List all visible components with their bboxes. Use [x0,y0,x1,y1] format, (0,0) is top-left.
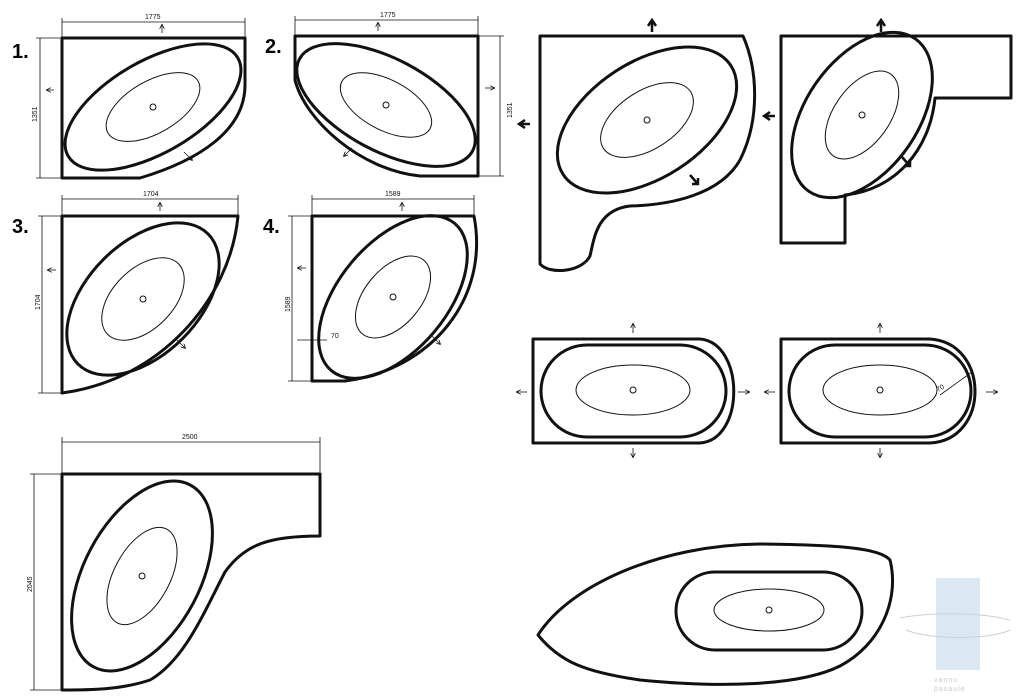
drain-icon [389,293,397,301]
vannu-pasaule-logo: vannu pasaule [899,578,1011,693]
dim-big-height: 2045 [27,576,34,592]
tub-3-drawing: 3. 1704 1704 [12,191,240,395]
tub-8-outline [779,337,977,445]
drain-icon [765,606,773,614]
tub-6-drawing [761,17,1013,245]
dim-4-rim: 70 [331,333,339,340]
label-3: 3. [12,216,29,238]
dim-2-width: 1775 [380,12,396,19]
tub-2-drawing: 2. 1775 1351 [265,12,514,178]
tub-10-outline [536,542,895,686]
drain-icon [858,111,866,119]
label-1: 1. [12,41,29,63]
drain-icon [643,116,651,124]
tub-2-outline [293,34,480,178]
tub-3-outline [60,214,240,395]
tub-6-outline [779,34,1013,245]
tub-4-outline [310,214,479,383]
tub-4-drawing: 4. 1589 1589 70 [263,191,479,383]
dim-4-height: 1589 [285,296,292,312]
dim-big-width: 2500 [182,434,198,441]
tub-9-drawing: 2500 2045 [27,434,322,692]
tub-7-outline [531,337,736,445]
drain-icon [629,386,637,394]
drain-icon [382,101,390,109]
tub-9-outline [60,472,322,692]
drain-icon [138,572,146,580]
tub-1-drawing: 1. 1775 1351 [12,14,247,180]
logo-mark [936,578,980,670]
dim-4-width: 1589 [385,191,401,198]
dim-2-height: 1351 [507,102,514,118]
dim-oval-rim: 70 [936,384,946,394]
tub-5-outline [538,34,757,272]
label-2: 2. [265,36,282,58]
drain-icon [876,386,884,394]
drain-icon [139,295,147,303]
logo-text-2: pasaule [934,686,966,693]
tub-7-drawing [517,324,749,457]
dim-1-height: 1351 [32,106,39,122]
logo-text-1: vannu [934,677,958,684]
dim-3-width: 1704 [143,191,159,198]
tub-8-drawing: 70 [765,324,997,457]
label-4: 4. [263,216,280,238]
tub-5-drawing [516,17,757,272]
tub-10-drawing [536,542,895,686]
dim-3-height: 1704 [35,294,42,310]
tub-1-outline [60,36,247,180]
dim-1-width: 1775 [145,14,161,21]
drain-icon [149,103,157,111]
